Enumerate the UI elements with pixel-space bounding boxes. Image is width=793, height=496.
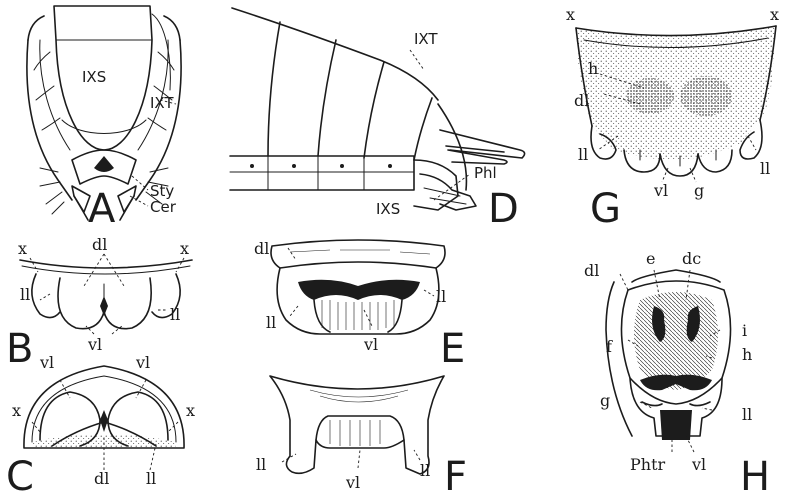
- label-b-vl: vl: [87, 335, 102, 354]
- label-h-i: i: [742, 321, 747, 340]
- label-c-x-right: x: [186, 401, 195, 420]
- label-g-ll-left: ll: [578, 145, 588, 164]
- label-h-f: f: [606, 337, 613, 356]
- panel-c: vl vl x x dl ll C: [6, 353, 195, 496]
- label-h-phtr: Phtr: [630, 455, 666, 474]
- label-g-x-right: x: [770, 5, 779, 24]
- label-c-ll: ll: [146, 469, 156, 488]
- label-ixs: IXS: [82, 68, 106, 86]
- label-h-vl: vl: [691, 455, 706, 474]
- panel-letter-e: E: [440, 326, 465, 372]
- label-h-dc: dc: [682, 249, 701, 268]
- label-f-ll-left: ll: [256, 455, 266, 474]
- panel-f: ll vl ll F: [256, 376, 467, 496]
- label-g-h: h: [588, 59, 598, 78]
- panel-h: e dc dl f i h g ll Phtr vl H: [584, 249, 770, 496]
- label-b-dl: dl: [92, 235, 107, 254]
- panel-d: IXT Phl IXS D: [230, 8, 525, 232]
- label-b-ll-right: ll: [170, 305, 180, 324]
- panel-letter-b: B: [6, 326, 33, 372]
- panel-e: dl ll ll vl E: [254, 239, 465, 372]
- label-g-dl: dl: [574, 91, 589, 110]
- panel-e-drawing: [271, 240, 445, 334]
- panel-letter-g: G: [590, 186, 621, 232]
- label-ixt: IXT: [150, 94, 174, 112]
- label-f-ll-right: ll: [420, 461, 430, 480]
- label-c-vl-left: vl: [39, 353, 54, 372]
- label-f-vl: vl: [345, 473, 360, 492]
- panel-b-drawing: [20, 254, 192, 334]
- label-d-ixs: IXS: [376, 200, 400, 218]
- label-cer: Cer: [150, 198, 177, 216]
- label-g-ll-right: ll: [760, 159, 770, 178]
- label-c-x-left: x: [12, 401, 21, 420]
- label-h-dl: dl: [584, 261, 599, 280]
- panel-letter-c: C: [6, 454, 34, 496]
- label-e-vl: vl: [363, 335, 378, 354]
- label-h-g: g: [600, 391, 610, 410]
- label-g-x-left: x: [566, 5, 575, 24]
- label-h-h: h: [742, 345, 752, 364]
- panel-a: IXS IXT Sty Cer A: [27, 6, 181, 232]
- panel-letter-h: H: [740, 454, 770, 496]
- label-c-dl: dl: [94, 469, 109, 488]
- panel-f-drawing: [270, 376, 444, 474]
- panel-c-drawing: [24, 366, 184, 470]
- panel-h-drawing: [606, 270, 731, 452]
- label-c-vl-right: vl: [135, 353, 150, 372]
- label-e-ll-right: ll: [436, 287, 446, 306]
- label-b-ll-left: ll: [20, 285, 30, 304]
- panel-letter-d: D: [488, 186, 519, 232]
- label-d-ixt: IXT: [414, 30, 438, 48]
- label-b-x-right: x: [180, 239, 189, 258]
- panel-g-drawing: [576, 26, 776, 182]
- panel-g: x x h dl ll ll vl g G: [566, 5, 779, 232]
- label-phl: Phl: [474, 164, 497, 182]
- label-e-ll-left: ll: [266, 313, 276, 332]
- label-b-x-left: x: [18, 239, 27, 258]
- panel-letter-f: F: [444, 454, 467, 496]
- panel-letter-a: A: [88, 186, 116, 232]
- label-h-ll: ll: [742, 405, 752, 424]
- label-e-dl: dl: [254, 239, 269, 258]
- label-g-vl: vl: [653, 181, 668, 200]
- label-h-e: e: [646, 249, 655, 268]
- panel-b: x dl x ll ll vl B: [6, 235, 192, 372]
- label-g-g: g: [694, 181, 704, 200]
